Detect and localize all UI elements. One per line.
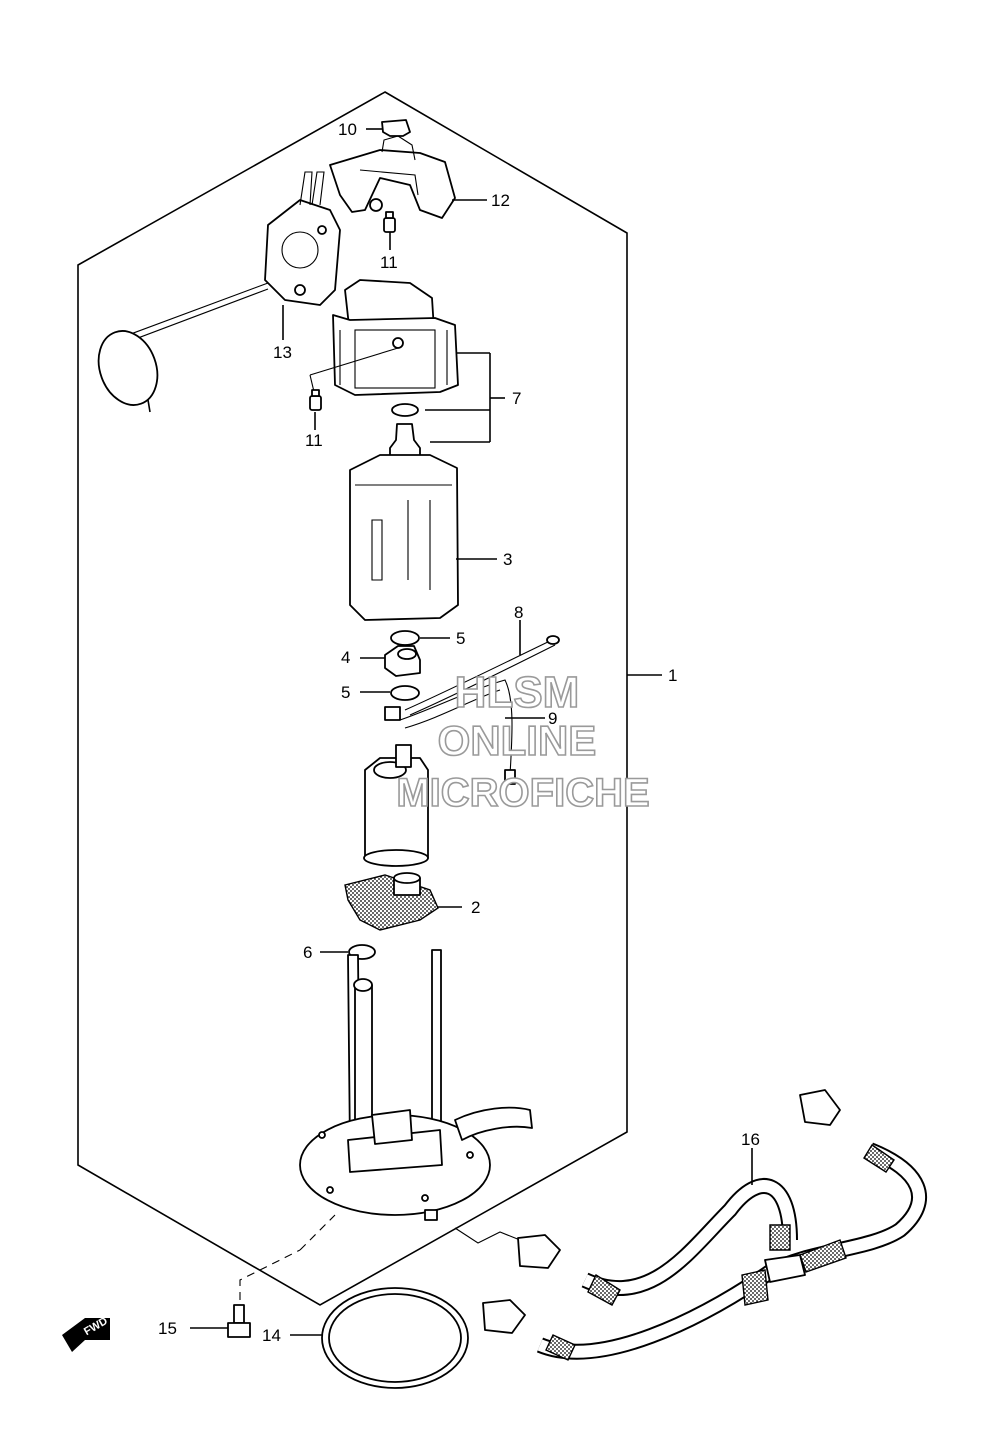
- part-10-clip: [366, 119, 411, 137]
- part-11-screw-lower: [309, 389, 322, 430]
- callout-10: 10: [338, 120, 357, 139]
- part-8-wire: [404, 620, 560, 716]
- callout-14: 14: [262, 1326, 281, 1345]
- pump-bracket-flange: [299, 949, 533, 1221]
- watermark-line-2: ONLINE: [438, 717, 597, 764]
- callout-5-upper: 5: [456, 629, 465, 648]
- part-13-fuel-sender: [97, 171, 341, 413]
- watermark-line-3: MICROFICHE: [396, 771, 649, 815]
- callout-16: 16: [741, 1130, 760, 1149]
- watermark-line-1: HLSM: [455, 668, 580, 717]
- callout-5-lower: 5: [341, 683, 350, 702]
- part-14-gasket: [290, 1287, 469, 1389]
- callout-13: 13: [273, 343, 292, 362]
- callout-3: 3: [503, 550, 512, 569]
- o-ring-upper: [391, 403, 419, 417]
- callout-8: 8: [514, 603, 523, 622]
- part-16-fuel-hose: [454, 1089, 927, 1361]
- part-2-filter: [344, 872, 462, 931]
- part-5-o-ring-upper: [390, 630, 450, 646]
- callout-2: 2: [471, 898, 480, 917]
- callout-9: 9: [548, 709, 557, 728]
- part-5-o-ring-lower: [360, 685, 420, 701]
- fuel-pump-motor: [363, 744, 429, 867]
- part-4-regulator: [360, 645, 421, 677]
- part-11-screw-upper: [383, 211, 396, 250]
- callout-1: 1: [668, 666, 677, 685]
- fwd-arrow-icon: FWD: [62, 1315, 110, 1352]
- part-7-housing-top: [309, 279, 505, 443]
- callout-15: 15: [158, 1319, 177, 1338]
- callout-11-upper: 11: [380, 253, 398, 272]
- callout-6: 6: [303, 943, 312, 962]
- part-15-bolt: [190, 1214, 336, 1338]
- callout-4: 4: [341, 648, 350, 667]
- assembly-frame: [77, 91, 628, 1306]
- callout-7: 7: [512, 389, 521, 408]
- callout-12: 12: [491, 191, 510, 210]
- part-9-harness: [384, 679, 545, 785]
- part-3-pump-case: [349, 423, 497, 621]
- part-12-bracket: [329, 135, 487, 219]
- callout-11-lower: 11: [305, 431, 323, 450]
